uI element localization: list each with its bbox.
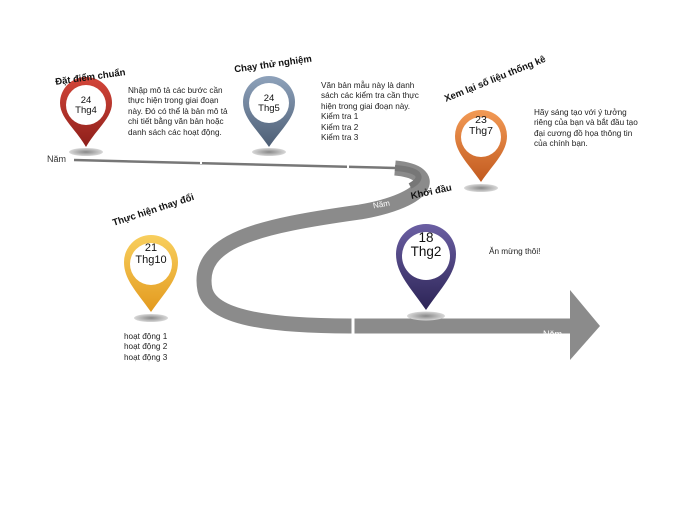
pin-chay-thu-nghiem [243, 76, 295, 147]
year-label-left: Năm [47, 154, 67, 164]
milestone-description: Nhập mô tả các bước cần thực hiện trong … [128, 86, 228, 137]
milestone-description: Hãy sáng tạo với ý tưởng riêng của bạn v… [534, 108, 638, 149]
milestone-date: 18 Thg2 [400, 230, 452, 260]
pin-xem-lai-so-lieu [455, 110, 507, 182]
pin-khoi-dau [396, 224, 456, 310]
milestone-date: 21 Thg10 [127, 242, 175, 266]
timeline-road [73, 156, 600, 360]
milestone-month: Thg5 [258, 102, 280, 114]
milestone-date: 23 Thg7 [459, 114, 503, 138]
milestone-description: Văn bản mẫu này là danh sách các kiểm tr… [321, 81, 419, 143]
milestone-month: Thg2 [410, 244, 442, 260]
milestone-day: 24 [263, 93, 275, 104]
milestone-month: Thg10 [135, 253, 167, 266]
milestone-day: 24 [80, 95, 92, 106]
year-label-right: Năm [543, 329, 563, 339]
milestone-day: 23 [475, 114, 487, 126]
pin-shadows [69, 148, 498, 322]
milestone-description: hoạt động 1 hoạt động 2 hoạt động 3 [124, 332, 168, 362]
milestone-month: Thg7 [469, 125, 493, 138]
pin-thuc-hien-thay-doi [124, 235, 178, 312]
milestone-date: 24 Thg5 [249, 94, 289, 114]
milestone-date: 24 Thg4 [66, 96, 106, 116]
milestone-description: Ăn mừng thôi! [489, 247, 541, 256]
milestone-day: 21 [144, 242, 158, 254]
milestone-day: 18 [418, 230, 434, 245]
milestone-month: Thg4 [75, 104, 97, 116]
pin-dat-diem-chuan [60, 77, 112, 147]
